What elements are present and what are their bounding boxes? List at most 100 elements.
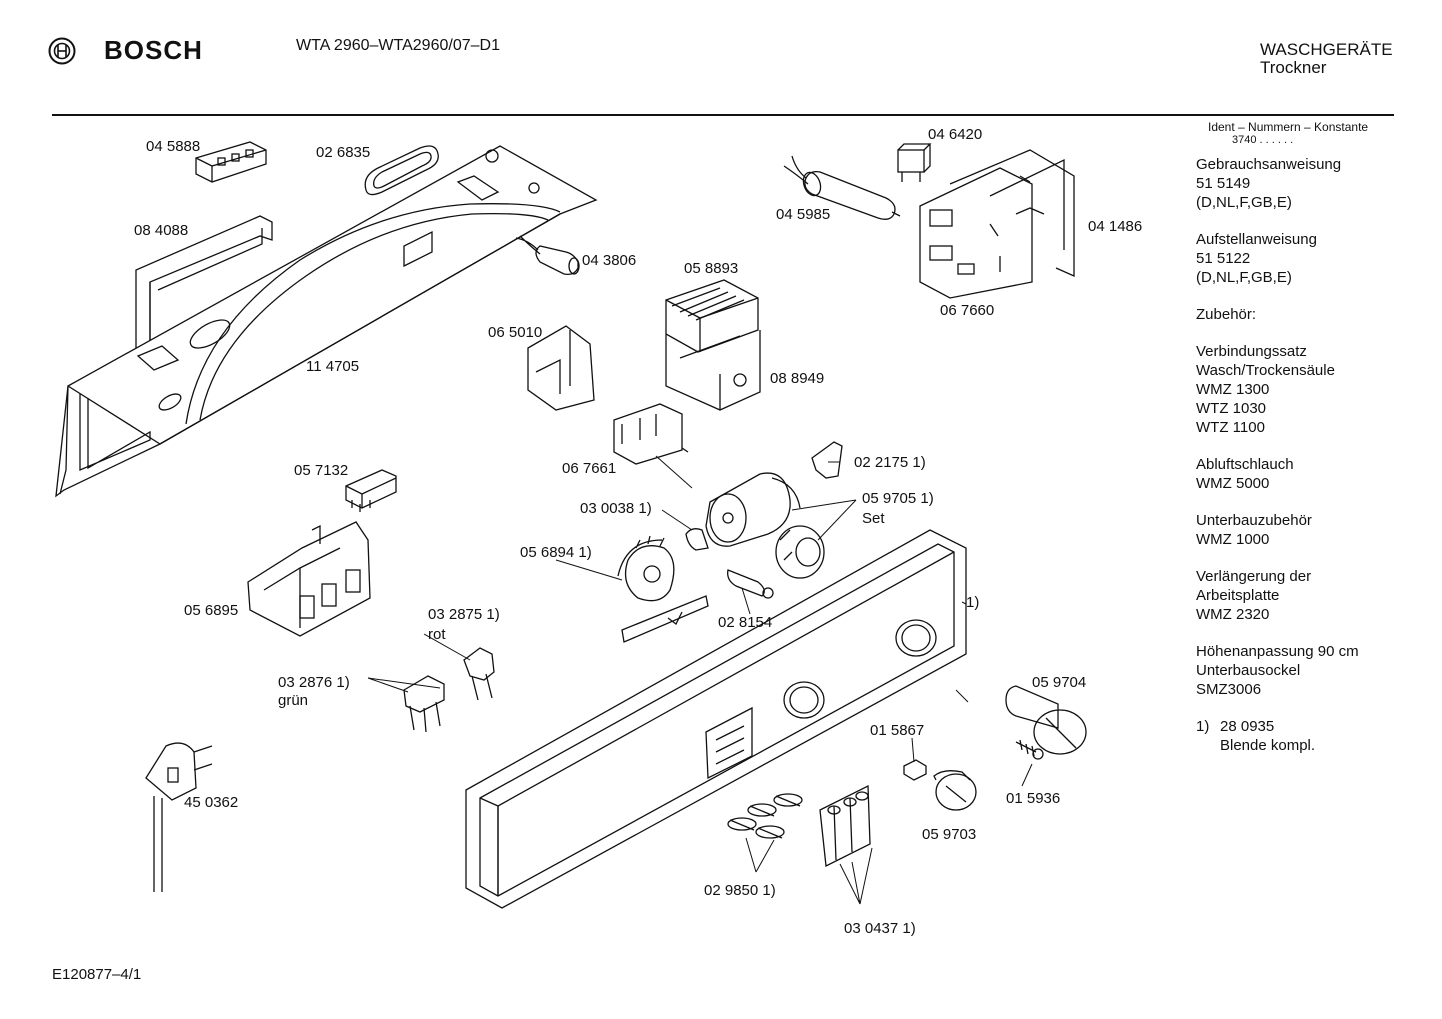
part-label-088949: 08 8949 bbox=[770, 370, 825, 387]
part-label-057132: 05 7132 bbox=[294, 462, 349, 479]
legend-line: Unterbauzubehör bbox=[1196, 512, 1312, 529]
footnote-text: 28 0935 Blende kompl. bbox=[1220, 717, 1315, 755]
part-label-015936: 01 5936 bbox=[1006, 790, 1061, 807]
capacitor-large-part bbox=[783, 155, 901, 220]
legend-block: Zubehör: bbox=[1196, 305, 1436, 324]
rocker-switch-part bbox=[527, 325, 595, 411]
circuit-board-part bbox=[919, 167, 1033, 299]
capacitor-small-part bbox=[515, 235, 580, 276]
gasket-loop-part bbox=[364, 145, 439, 196]
mains-cable-part bbox=[145, 742, 213, 892]
legend-line: Verbindungssatz bbox=[1196, 343, 1307, 360]
legend-line: Höhenanpassung 90 cm bbox=[1196, 643, 1359, 660]
footnote-line: 28 0935 bbox=[1220, 718, 1275, 735]
footnote: 1) 28 0935 Blende kompl. bbox=[1196, 717, 1436, 755]
brand-name: BOSCH bbox=[104, 35, 203, 65]
footnote-marker: 1) bbox=[1196, 718, 1210, 735]
part-label-067660: 06 7660 bbox=[940, 302, 995, 319]
part-label-032875: 03 2875 1) bbox=[428, 606, 500, 623]
knob-large-part bbox=[1005, 685, 1087, 755]
ident-heading: Ident – Nummern – Konstante bbox=[1208, 120, 1369, 134]
connector-block-part bbox=[345, 469, 397, 512]
legend-line: (D,NL,F,GB,E) bbox=[1196, 194, 1292, 211]
push-buttons-part bbox=[819, 784, 871, 868]
part-label-030038: 03 0038 1) bbox=[580, 500, 652, 517]
model-number: WTA 2960–WTA2960/07–D1 bbox=[296, 37, 500, 54]
legend-line: Arbeitsplatte bbox=[1196, 587, 1280, 604]
bosch-logo-icon bbox=[48, 37, 76, 65]
legend-line: Aufstellanweisung bbox=[1196, 231, 1317, 248]
part-label-450362: 45 0362 bbox=[184, 794, 239, 811]
part-label-029850: 02 9850 1) bbox=[704, 882, 776, 899]
legend-line: WMZ 1300 bbox=[1196, 381, 1270, 398]
part-label-058893: 05 8893 bbox=[684, 260, 739, 277]
part-label-015867: 01 5867 bbox=[870, 722, 925, 739]
part-label-028154: 02 8154 bbox=[718, 614, 773, 631]
part-label-045888: 04 5888 bbox=[146, 138, 201, 155]
selector-switch-part bbox=[613, 403, 689, 465]
legend-line: SMZ3006 bbox=[1196, 681, 1262, 698]
legend-line: WTZ 1100 bbox=[1196, 419, 1265, 436]
terminal-block-part bbox=[195, 141, 267, 183]
part-label-059704: 05 9704 bbox=[1032, 674, 1087, 691]
frame-bracket-part bbox=[949, 149, 1075, 278]
part-label-030437: 03 0437 1) bbox=[844, 920, 916, 937]
legend-line: Abluftschlauch bbox=[1196, 456, 1294, 473]
control-panel-fascia-part bbox=[465, 529, 967, 909]
part-label-067661: 06 7661 bbox=[562, 460, 617, 477]
lamp-part bbox=[903, 759, 927, 781]
category-title: WASCHGERÄTE bbox=[1260, 40, 1393, 59]
part-label-084088: 08 4088 bbox=[134, 222, 189, 239]
part-label-032876-color: grün bbox=[278, 692, 309, 709]
ident-value: 3740 . . . . . . bbox=[1232, 134, 1294, 146]
legend-line: WMZ 5000 bbox=[1196, 475, 1270, 492]
legend-line: WMZ 2320 bbox=[1196, 606, 1270, 623]
footnote-line: Blende kompl. bbox=[1220, 737, 1316, 754]
part-label-056895: 05 6895 bbox=[184, 602, 239, 619]
exploded-parts-diagram bbox=[55, 141, 1087, 909]
part-label-032875-color: rot bbox=[428, 626, 446, 643]
springs-part bbox=[727, 793, 803, 839]
knob-small-part bbox=[933, 770, 977, 811]
drive-gear-set-part bbox=[705, 472, 825, 579]
legend-line: (D,NL,F,GB,E) bbox=[1196, 269, 1292, 286]
legend-line: 51 5122 bbox=[1196, 250, 1251, 267]
subcategory-title: Trockner bbox=[1260, 58, 1327, 77]
part-label-056894: 05 6894 1) bbox=[520, 544, 592, 561]
legend-line: WMZ 1000 bbox=[1196, 531, 1270, 548]
leader-lines bbox=[367, 455, 1033, 905]
part-label-114705: 11 4705 bbox=[306, 358, 360, 375]
connector-red-part bbox=[463, 647, 495, 701]
side-legend: Ident – Nummern – Konstante 3740 . . . .… bbox=[1196, 120, 1436, 755]
header-divider bbox=[52, 114, 1394, 116]
legend-line: WTZ 1030 bbox=[1196, 400, 1267, 417]
legend-block: Aufstellanweisung 51 5122 (D,NL,F,GB,E) bbox=[1196, 230, 1436, 287]
part-label-026835: 02 6835 bbox=[316, 144, 371, 161]
shaft-part bbox=[727, 569, 774, 599]
light-guide-strip-part bbox=[621, 595, 709, 643]
screw-part bbox=[1015, 739, 1044, 760]
drawing-number: E120877–4/1 bbox=[52, 966, 142, 983]
clip-part bbox=[811, 441, 843, 479]
part-label-059703: 05 9703 bbox=[922, 826, 977, 843]
legend-line: 51 5149 bbox=[1196, 175, 1251, 192]
part-label-046420: 04 6420 bbox=[928, 126, 983, 143]
legend-line: Zubehör: bbox=[1196, 306, 1257, 323]
legend-line: Verlängerung der bbox=[1196, 568, 1312, 585]
legend-line: Unterbausockel bbox=[1196, 662, 1301, 679]
part-label-045985: 04 5985 bbox=[776, 206, 831, 223]
control-frame-part bbox=[55, 145, 598, 498]
part-label-065010: 06 5010 bbox=[488, 324, 543, 341]
relay-part bbox=[897, 143, 932, 182]
legend-line: Wasch/Trockensäule bbox=[1196, 362, 1335, 379]
part-label-059705-set: Set bbox=[862, 510, 885, 527]
cam-gear-part bbox=[617, 535, 675, 602]
part-label-032876: 03 2876 1) bbox=[278, 674, 350, 691]
